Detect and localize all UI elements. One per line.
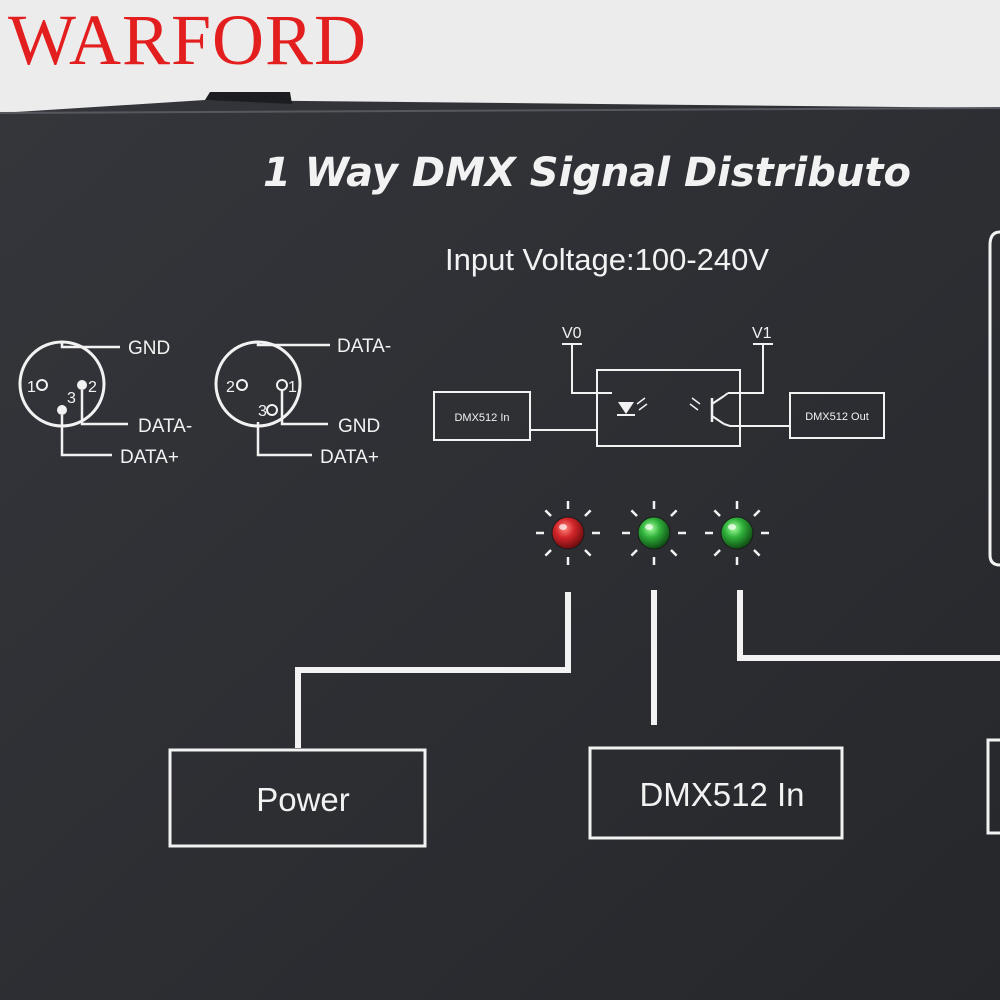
xlr-input-label-data-plus: DATA+ xyxy=(120,447,179,468)
xlr-input-pin2 xyxy=(77,380,87,390)
panel-body xyxy=(0,100,1000,1000)
schematic-wire-v1 xyxy=(728,344,764,394)
led-dmx-in-ray xyxy=(670,549,678,557)
led-power xyxy=(536,501,600,565)
schematic-dmx-in-box xyxy=(433,391,531,441)
xlr-input-lead-gnd xyxy=(60,343,120,349)
xlr-input-label-data-minus: DATA- xyxy=(138,416,192,437)
xlr-output-pin1-number: 1 xyxy=(288,379,297,396)
xlr-output-label-data-plus: DATA+ xyxy=(320,447,379,468)
led-power-ray xyxy=(584,549,592,557)
xlr-input-lead-data-plus xyxy=(60,415,112,457)
xlr-output-lead-data-plus xyxy=(256,422,312,457)
panel-top-edge xyxy=(0,107,1000,114)
led-dmx-in-ray xyxy=(630,509,638,517)
dmx-out-label-box-edge xyxy=(986,738,1000,835)
led-power-lens xyxy=(551,516,585,550)
schematic-dmx-out-label: DMX512 Out xyxy=(805,411,869,423)
watermark-text: WARFORD xyxy=(8,0,368,80)
led-power-highlight xyxy=(559,524,567,530)
led-dmx-out-ray xyxy=(753,509,761,517)
xlr-input-pin3-number: 3 xyxy=(67,390,76,407)
led-dmx-out-highlight xyxy=(728,524,736,530)
schematic-dmx-out-box xyxy=(789,392,885,439)
led-dmx-in-ray xyxy=(630,549,638,557)
xlr-output-lead-data-minus xyxy=(256,343,330,347)
led-dmx-in-lens xyxy=(637,516,671,550)
led-dmx-out xyxy=(705,501,769,565)
xlr-input-pin3 xyxy=(57,405,67,415)
led-dmx-out-ray xyxy=(753,549,761,557)
led-dmx-out-ray xyxy=(713,509,721,517)
xlr-output-label-data-minus: DATA- xyxy=(337,336,391,357)
input-voltage-label: Input Voltage:100-240V xyxy=(445,242,769,277)
led-dmx-out-ray xyxy=(713,549,721,557)
led-dmx-out-lens xyxy=(720,516,754,550)
leader-line-dmx-out xyxy=(737,590,1000,661)
schematic-v0-label: V0 xyxy=(562,325,582,342)
panel-title: 1 Way DMX Signal Distributo xyxy=(263,150,911,196)
schematic-dmx-in-label: DMX512 In xyxy=(454,412,509,424)
xlr-output-lead-gnd xyxy=(280,390,328,426)
xlr-output-label-gnd: GND xyxy=(338,416,380,437)
led-power-ray xyxy=(544,509,552,517)
schematic-led-symbol xyxy=(617,397,648,416)
xlr-input-diagram: 1 2 3 GND DATA- DATA+ xyxy=(18,338,192,468)
led-power-ray xyxy=(544,549,552,557)
led-power-ray xyxy=(584,509,592,517)
panel-top-connector xyxy=(205,92,292,104)
xlr-input-lead-data-minus xyxy=(80,390,128,426)
schematic-wire-v0 xyxy=(571,344,612,394)
leader-line-power xyxy=(295,592,571,748)
xlr-input-pin1-number: 1 xyxy=(27,379,36,396)
power-label-box xyxy=(168,748,427,848)
xlr-output-pin2 xyxy=(236,379,248,391)
power-label: Power xyxy=(256,781,350,818)
isolation-schematic: DMX512 In DMX512 Out V0 V1 xyxy=(433,325,885,447)
led-dmx-in-highlight xyxy=(645,524,653,530)
xlr-input-label-gnd: GND xyxy=(128,338,170,359)
schematic-v1-label: V1 xyxy=(752,325,772,342)
led-dmx-in-ray xyxy=(670,509,678,517)
indicator-leds xyxy=(536,501,769,565)
xlr-output-diagram: 2 1 3 DATA- GND DATA+ xyxy=(214,336,391,468)
xlr-output-pin2-number: 2 xyxy=(226,379,235,396)
dmx-in-label-box xyxy=(588,746,844,840)
led-dmx-in xyxy=(622,501,686,565)
xlr-input-pin2-number: 2 xyxy=(88,379,97,396)
xlr-output-pin3 xyxy=(266,404,278,416)
schematic-optocoupler-box xyxy=(596,369,741,447)
dmx-in-label: DMX512 In xyxy=(639,776,804,813)
display-window-outline xyxy=(988,230,1000,567)
schematic-phototransistor-symbol xyxy=(689,392,740,427)
xlr-output-pin3-number: 3 xyxy=(258,403,267,420)
xlr-input-pin1 xyxy=(36,379,48,391)
